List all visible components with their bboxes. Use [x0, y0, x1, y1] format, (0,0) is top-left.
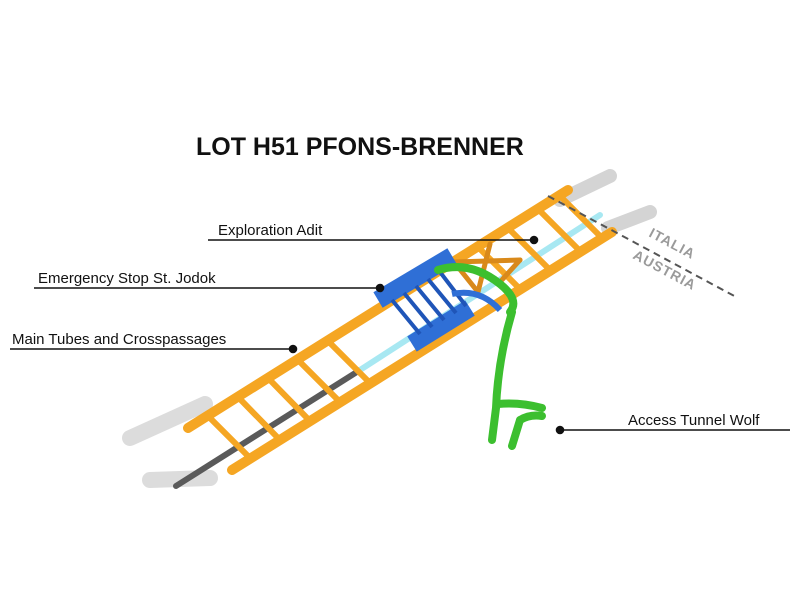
crosspassage: [295, 357, 343, 405]
label-exploration-adit: Exploration Adit: [218, 222, 323, 239]
emergency-crossing: [438, 270, 468, 308]
emergency-crossing: [414, 284, 446, 322]
emergency-stop-upper: [373, 248, 457, 308]
access-tunnel-loop: [434, 263, 518, 316]
leader-dot-main-tubes: [288, 344, 298, 354]
access-tunnel-shaft: [488, 308, 516, 444]
emergency-stop-link: [451, 289, 503, 313]
emergency-crossing: [402, 291, 434, 329]
crosspassage: [557, 193, 605, 241]
leader-dot-exploration-adit: [529, 235, 539, 245]
crosspassage: [235, 394, 283, 443]
leader-dot-emergency-stop: [375, 283, 385, 293]
ghost-tube-upper-left: [122, 396, 213, 446]
ghost-tube-lower-right: [601, 205, 657, 235]
crosspassage: [265, 375, 313, 424]
access-tunnel-branch: [494, 399, 546, 412]
diagram-title: LOT H51 PFONS-BRENNER: [196, 133, 524, 161]
emergency-stop-lower: [407, 300, 475, 352]
leader-dot-access-tunnel: [555, 425, 565, 435]
label-emergency-stop: Emergency Stop St. Jodok: [38, 270, 216, 287]
leader-lines: [10, 235, 790, 435]
crosspassage: [505, 225, 553, 273]
crosspassage: [535, 206, 583, 254]
main-tube-upper: [183, 185, 573, 433]
emergency-crossing: [390, 298, 422, 336]
ghost-tubes: [122, 169, 657, 488]
ghost-tube-upper-right: [553, 169, 617, 207]
adit-brace: [475, 241, 493, 295]
emergency-stop-st-jodok: [373, 248, 503, 352]
label-access-tunnel: Access Tunnel Wolf: [628, 412, 760, 429]
access-tunnel-wolf: [434, 263, 546, 450]
crosspassage: [205, 413, 253, 461]
label-main-tubes: Main Tubes and Crosspassages: [12, 331, 226, 348]
access-tunnel-portal: [516, 411, 546, 424]
adit-brace: [497, 257, 523, 285]
crosspassage: [325, 338, 373, 386]
access-tunnel-branch-lower: [508, 416, 524, 450]
ghost-tube-lower-left: [142, 470, 218, 488]
emergency-crossing: [426, 277, 458, 315]
